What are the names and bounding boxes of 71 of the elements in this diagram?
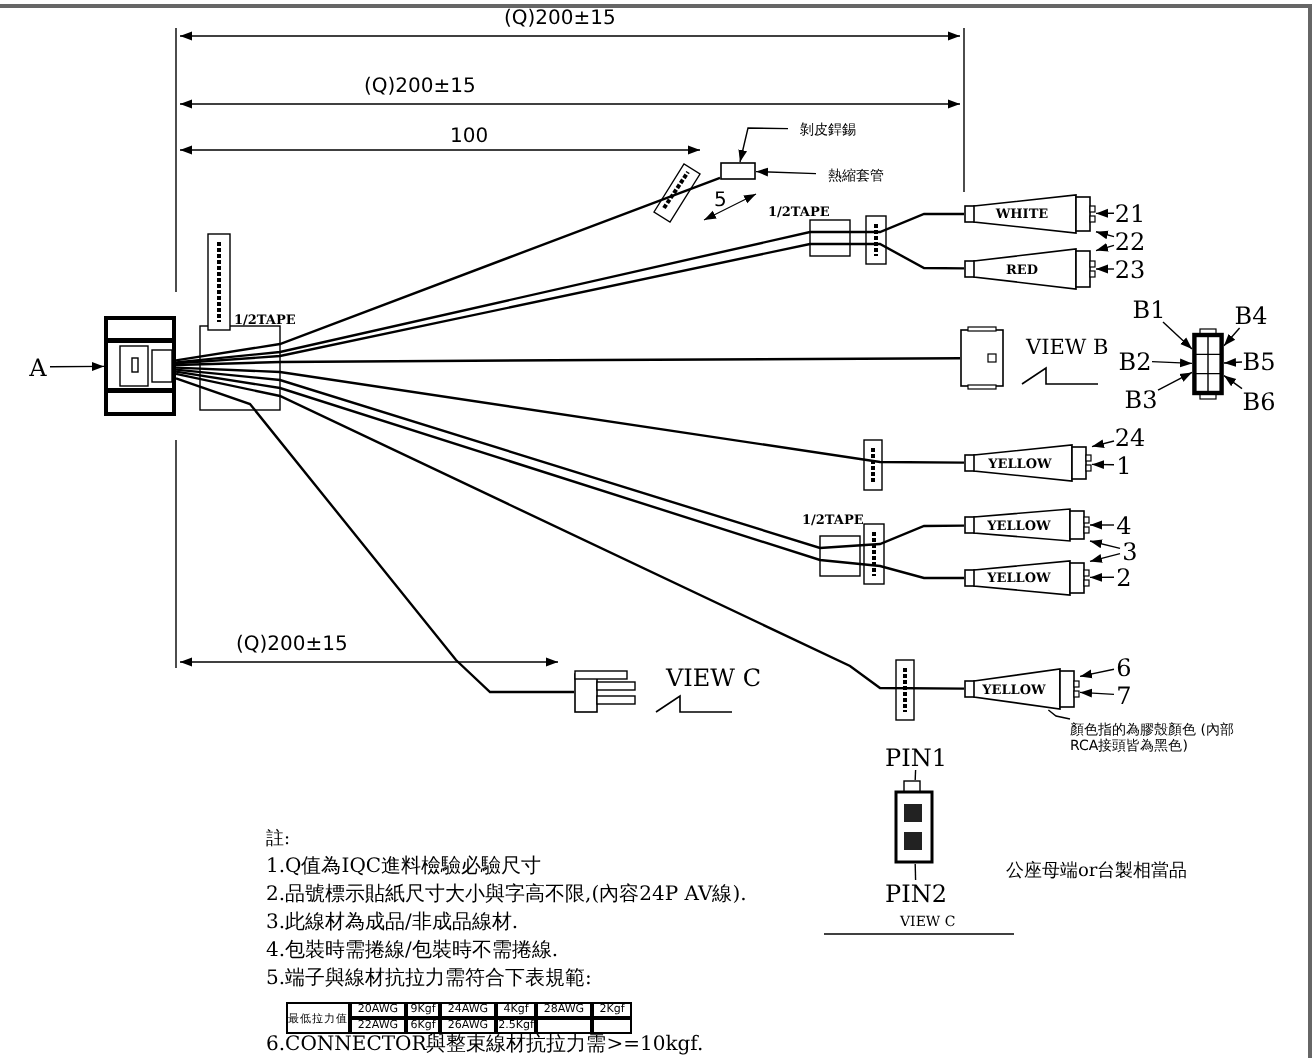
leader-line — [1095, 230, 1115, 240]
note-text: 2.品號標示貼紙尺寸大小與字高不限,(內容24P AV線). — [266, 886, 747, 906]
wire — [175, 176, 721, 362]
dimension-text: (Q)200±15 — [364, 78, 476, 98]
wire — [175, 212, 964, 364]
leader-line — [1223, 357, 1243, 367]
leader-line — [1151, 358, 1193, 368]
wire — [175, 377, 574, 694]
wire — [175, 242, 964, 365]
pin-number: B6 — [1242, 388, 1276, 414]
pin-number: 4 — [1114, 512, 1134, 538]
wire — [175, 368, 964, 550]
view-title: VIEW C — [666, 666, 761, 690]
pin-number: 2 — [1114, 564, 1134, 590]
pin-number: 24 — [1114, 424, 1146, 450]
pin-number: B3 — [1124, 386, 1158, 412]
dimension-text: 5 — [714, 192, 727, 212]
view-letter: A — [26, 352, 50, 382]
wire — [175, 357, 960, 367]
leader-line — [1223, 374, 1243, 390]
pin-number: PIN2 — [882, 880, 950, 906]
leader-line — [1223, 327, 1241, 347]
leader-line — [1091, 439, 1115, 448]
dimension-text: (Q)200±15 — [236, 636, 348, 656]
heat-shrink-tube — [720, 162, 756, 180]
leader-line — [1095, 243, 1115, 252]
leader-line — [1089, 552, 1121, 563]
leader-line — [1079, 668, 1115, 679]
leader-line — [1079, 688, 1115, 698]
leader-line — [1089, 520, 1115, 530]
pin-number: 3 — [1120, 538, 1140, 564]
leader-line — [1095, 264, 1115, 274]
connector-housing — [104, 316, 176, 416]
pin-number: B1 — [1132, 296, 1166, 322]
leader-line — [1089, 572, 1115, 582]
pin-number: 6 — [1114, 654, 1134, 680]
connector-face-drawing — [1192, 328, 1224, 400]
pin-number: B5 — [1242, 348, 1276, 374]
pin-number: B2 — [1118, 348, 1152, 374]
connector-housing — [574, 670, 636, 714]
note-text: 5.端子與線材抗拉力需符合下表規範: — [266, 970, 592, 990]
leader-line — [1091, 460, 1115, 469]
wire — [175, 372, 964, 690]
connector-housing — [960, 326, 1004, 390]
wire — [175, 366, 964, 464]
dimension-text: (Q)200±15 — [504, 10, 616, 30]
pin-number: 21 — [1114, 200, 1146, 226]
note-text: 1.Q值為IQC進料檢驗必驗尺寸 — [266, 858, 542, 878]
pin-number: 23 — [1114, 256, 1146, 282]
dimension-text: 100 — [450, 128, 489, 148]
leader-line — [1047, 709, 1071, 720]
note-text: 註: — [266, 832, 291, 850]
wire — [175, 370, 964, 580]
leader-line — [1157, 371, 1193, 391]
note-text: 4.包裝時需捲線/包裝時不需捲線. — [266, 942, 559, 962]
leader-line — [1162, 321, 1193, 350]
note-text: 6.CONNECTOR與整束線材抗拉力需>=10kgf. — [266, 1036, 704, 1056]
leader-line — [1089, 539, 1121, 550]
leader-line — [738, 127, 789, 163]
pin-number: 7 — [1114, 682, 1134, 708]
pin-number: 22 — [1114, 228, 1146, 254]
leader-line — [755, 167, 817, 177]
view-title: VIEW B — [1026, 338, 1109, 359]
leader-line — [1095, 208, 1115, 218]
pin-number: B4 — [1234, 302, 1268, 328]
pin-number: 1 — [1114, 452, 1134, 478]
note-text: 公座母端or台製相當品 — [1006, 864, 1188, 882]
arrow — [49, 362, 105, 371]
connector-face-drawing — [894, 780, 934, 864]
note-text: 3.此線材為成品/非成品線材. — [266, 914, 519, 934]
pin-number: PIN1 — [882, 744, 950, 770]
